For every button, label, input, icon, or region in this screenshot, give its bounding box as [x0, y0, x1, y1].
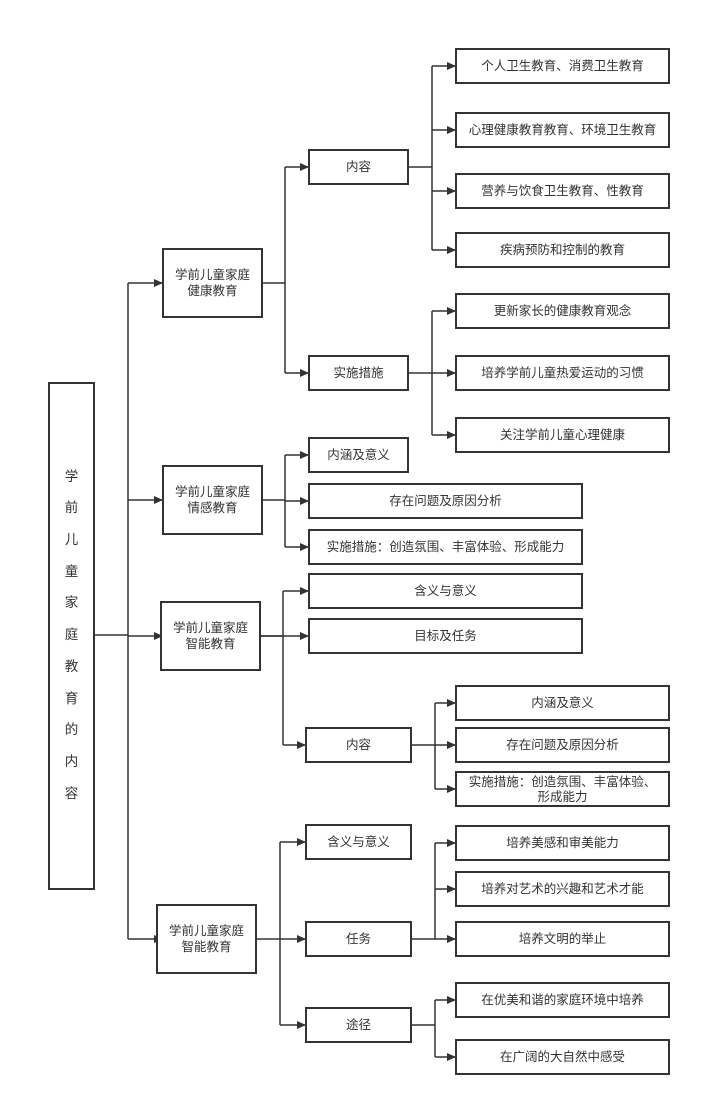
leaf-disease-prevention: 疾病预防和控制的教育	[455, 232, 670, 268]
intellect-meaning: 含义与意义	[308, 573, 583, 609]
root-char: 教	[64, 658, 79, 675]
intellect-content: 内容	[305, 727, 412, 763]
leaf-art-interest: 培养对艺术的兴趣和艺术才能	[455, 871, 670, 907]
intellect-goals: 目标及任务	[308, 618, 583, 654]
leaf-nutrition: 营养与饮食卫生教育、性教育	[455, 173, 670, 209]
leaf-personal-hygiene: 个人卫生教育、消费卫生教育	[455, 48, 670, 84]
root-char: 的	[64, 722, 79, 739]
leaf-mental-care: 关注学前儿童心理健康	[455, 417, 670, 453]
emotion-measures: 实施措施：创造氛围、丰富体验、形成能力	[308, 529, 583, 565]
root-char: 童	[64, 563, 79, 580]
health-measures: 实施措施	[308, 355, 409, 391]
leaf-mental-health: 心理健康教育教育、环境卫生教育	[455, 112, 670, 148]
leaf-exercise-habit: 培养学前儿童热爱运动的习惯	[455, 355, 670, 391]
root-char: 家	[64, 595, 79, 612]
leaf-update-concept: 更新家长的健康教育观念	[455, 293, 670, 329]
root-char: 庭	[64, 627, 79, 644]
root-char: 儿	[64, 532, 79, 549]
leaf-connotation: 内涵及意义	[455, 685, 670, 721]
branch-intellect: 学前儿童家庭 智能教育	[160, 601, 261, 671]
leaf-implementation: 实施措施：创造氛围、丰富体验、 形成能力	[455, 771, 670, 807]
branch-aesthetic: 学前儿童家庭 智能教育	[156, 904, 257, 974]
root-char: 前	[64, 500, 79, 517]
leaf-civil-manners: 培养文明的举止	[455, 921, 670, 957]
root-char: 内	[64, 753, 79, 770]
emotion-problems: 存在问题及原因分析	[308, 483, 583, 519]
aesthetic-tasks: 任务	[305, 921, 412, 957]
root-char: 容	[64, 785, 79, 802]
branch-health: 学前儿童家庭 健康教育	[162, 248, 263, 318]
root-node: 学前儿童家庭教育的内容	[48, 382, 95, 890]
health-content: 内容	[308, 149, 409, 185]
aesthetic-meaning: 含义与意义	[305, 824, 412, 860]
branch-emotion: 学前儿童家庭 情感教育	[162, 465, 263, 535]
leaf-aesthetic-ability: 培养美感和审美能力	[455, 825, 670, 861]
leaf-home-environment: 在优美和谐的家庭环境中培养	[455, 982, 670, 1018]
emotion-meaning: 内涵及意义	[308, 437, 409, 473]
root-char: 学	[64, 468, 79, 485]
aesthetic-ways: 途径	[305, 1007, 412, 1043]
root-char: 育	[64, 690, 79, 707]
leaf-nature: 在广阔的大自然中感受	[455, 1039, 670, 1075]
leaf-problem-analysis: 存在问题及原因分析	[455, 727, 670, 763]
